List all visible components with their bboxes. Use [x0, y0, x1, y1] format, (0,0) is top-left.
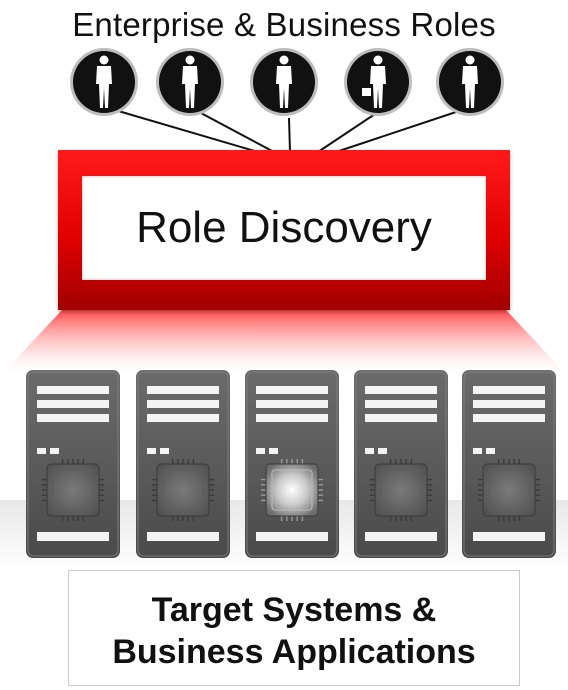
- server-rack: [26, 370, 556, 558]
- business-applications-label: Business Applications: [112, 633, 476, 671]
- role-discovery-label: Role Discovery: [136, 203, 432, 252]
- server-unit: [136, 370, 230, 558]
- cpu-chip-icon: [162, 469, 204, 511]
- target-systems-label: Target Systems &: [151, 591, 437, 629]
- discovery-beam: [0, 310, 568, 376]
- connector-lines: [114, 109, 463, 153]
- server-unit: [245, 370, 339, 558]
- cpu-chip-icon: [52, 469, 94, 511]
- role-discovery-box: Role Discovery: [58, 150, 510, 310]
- target-systems-box: Target Systems & Business Applications: [68, 570, 520, 686]
- person-icon: [250, 48, 318, 116]
- person-icon: [156, 48, 224, 116]
- person-icon: [436, 48, 504, 116]
- cpu-chip-icon: [488, 469, 530, 511]
- server-unit: [26, 370, 120, 558]
- person-icon: [70, 48, 138, 116]
- cpu-chip-icon: [380, 469, 422, 511]
- cpu-chip-icon: [271, 469, 313, 511]
- role-discovery-panel: Role Discovery: [82, 176, 486, 280]
- people-icons: [70, 48, 504, 116]
- enterprise-roles-title: Enterprise & Business Roles: [72, 6, 496, 43]
- server-unit: [462, 370, 556, 558]
- businessman-briefcase-icon: [344, 48, 412, 116]
- server-unit: [354, 370, 448, 558]
